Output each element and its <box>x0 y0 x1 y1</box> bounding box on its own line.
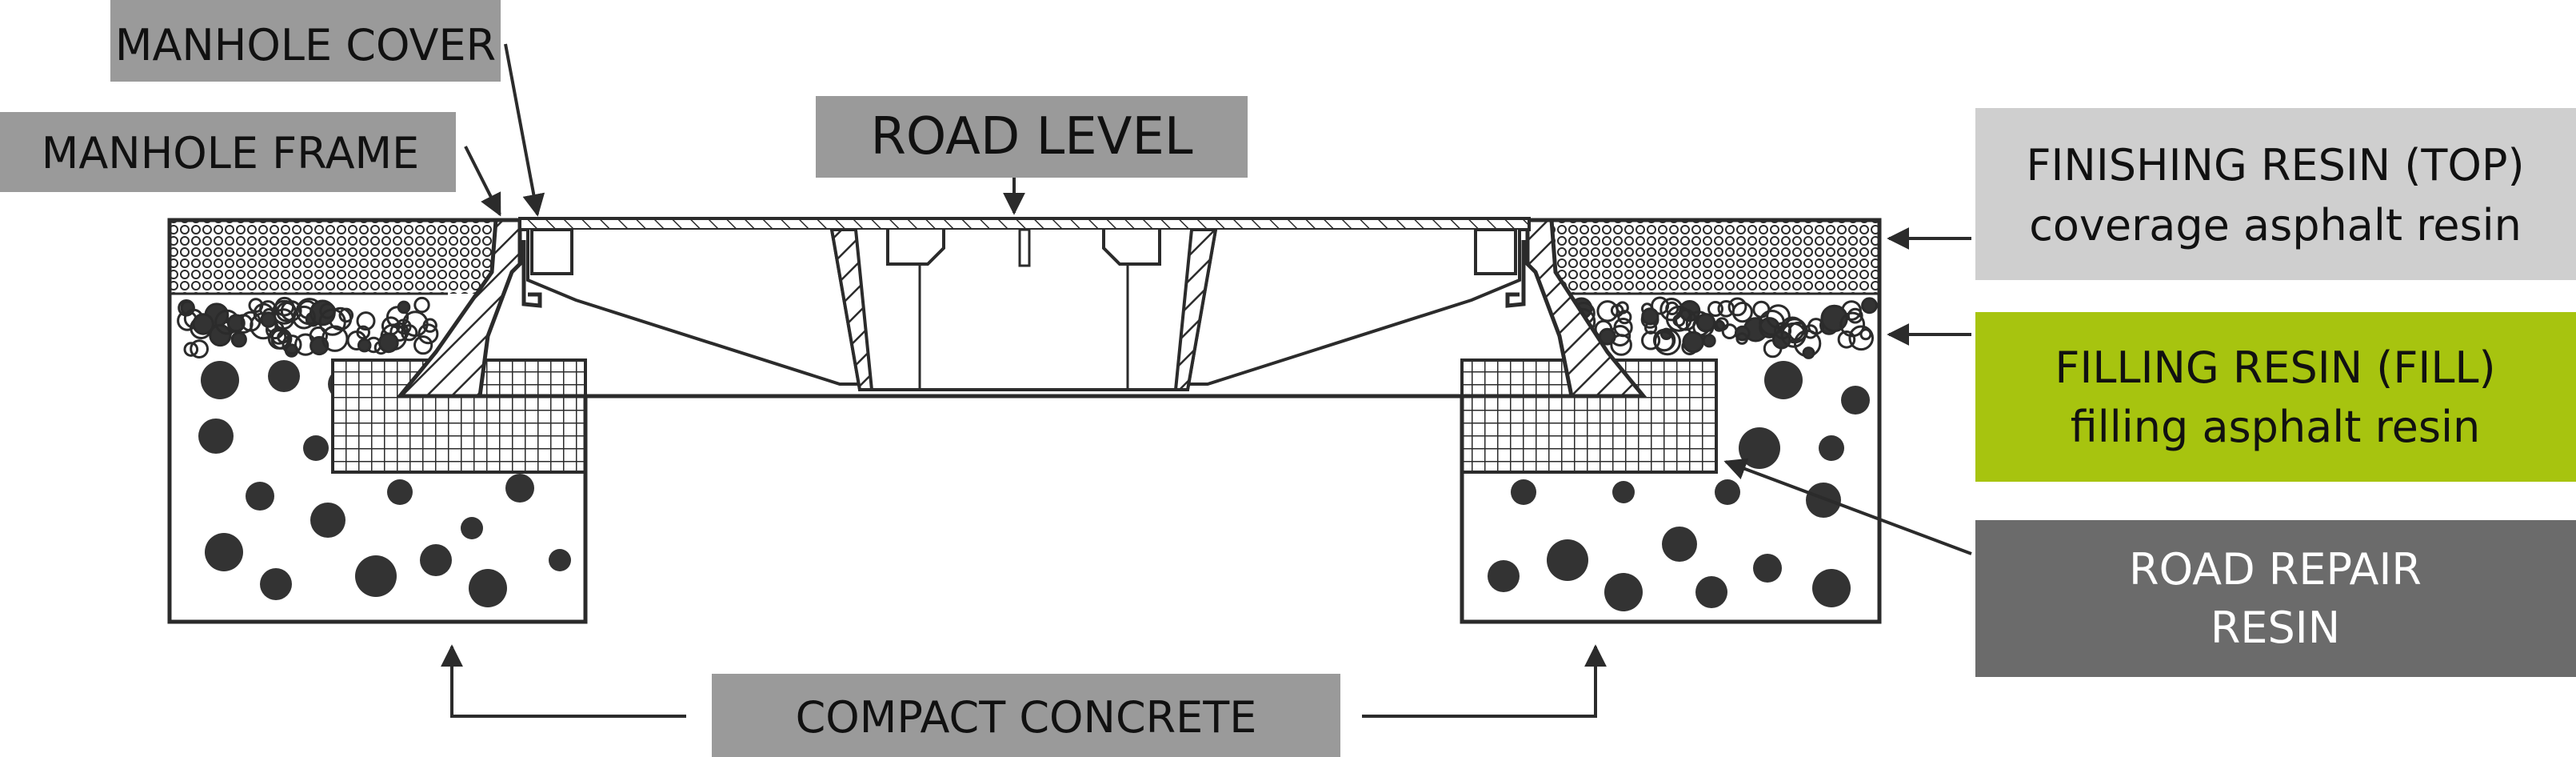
arrow-compact-concrete-right <box>1362 644 1607 718</box>
label-road-repair-resin: ROAD REPAIR RESIN <box>1975 520 2576 677</box>
manhole-frame-left <box>395 218 522 399</box>
label-manhole-frame: MANHOLE FRAME <box>0 112 456 192</box>
svg-text:FINISHING RESIN (TOP): FINISHING RESIN (TOP) <box>2026 140 2524 190</box>
svg-text:coverage asphalt resin: coverage asphalt resin <box>2029 200 2522 250</box>
filling-resin-layer <box>170 294 1879 362</box>
cover-hub-rib-left <box>829 228 874 391</box>
label-manhole-cover: MANHOLE COVER <box>110 0 501 82</box>
label-road-level: ROAD LEVEL <box>816 96 1248 178</box>
cover-tab-left <box>530 228 573 275</box>
finishing-resin-layer-right <box>1552 220 1879 294</box>
arrow-manhole-cover <box>504 43 545 217</box>
svg-text:ROAD REPAIR: ROAD REPAIR <box>2129 544 2422 595</box>
svg-text:MANHOLE FRAME: MANHOLE FRAME <box>42 128 419 178</box>
label-filling-resin: FILLING RESIN (FILL) filling asphalt res… <box>1975 312 2576 482</box>
finishing-resin-layer-left <box>170 220 505 294</box>
svg-text:COMPACT CONCRETE: COMPACT CONCRETE <box>796 692 1257 743</box>
arrow-road-repair-resin <box>1723 458 1972 555</box>
compact-concrete-aggregates <box>198 360 1870 611</box>
label-finishing-resin: FINISHING RESIN (TOP) coverage asphalt r… <box>1975 108 2576 280</box>
svg-text:FILLING RESIN (FILL): FILLING RESIN (FILL) <box>2055 342 2495 393</box>
svg-text:filling asphalt resin: filling asphalt resin <box>2071 402 2480 452</box>
arrow-compact-concrete-left <box>441 644 686 718</box>
manhole-cover-plate <box>518 217 1531 231</box>
arrow-manhole-frame <box>464 146 501 217</box>
svg-text:MANHOLE COVER: MANHOLE COVER <box>115 20 496 70</box>
svg-text:RESIN: RESIN <box>2211 603 2340 653</box>
cover-tab-right <box>1474 228 1517 275</box>
cover-hub-rib-right <box>1173 228 1218 391</box>
svg-text:ROAD LEVEL: ROAD LEVEL <box>870 107 1192 166</box>
label-compact-concrete: COMPACT CONCRETE <box>712 674 1340 757</box>
manhole-frame-right <box>1525 218 1648 399</box>
